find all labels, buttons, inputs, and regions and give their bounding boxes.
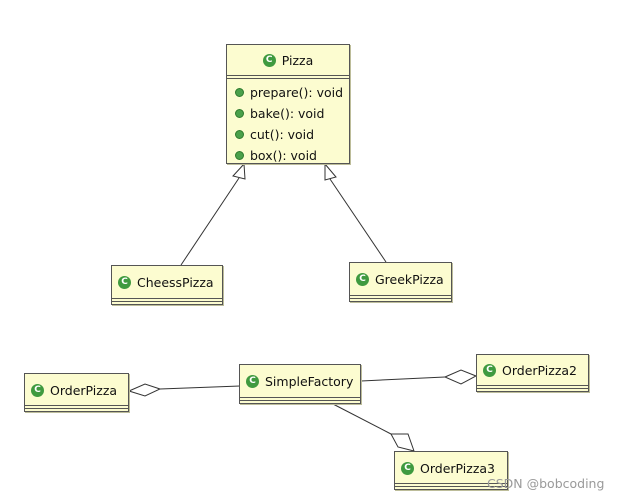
generalization-cheesspizza-line: [180, 177, 240, 266]
public-method-icon: [235, 109, 244, 118]
aggregation-orderpizza-line: [159, 385, 241, 390]
generalization-cheesspizza-arrowhead: [232, 162, 246, 180]
class-name: OrderPizza2: [502, 363, 577, 378]
class-greekpizza[interactable]: C GreekPizza: [349, 262, 452, 302]
generalization-greekpizza-line: [329, 178, 387, 263]
aggregation-orderpizza-diamond: [127, 383, 162, 397]
watermark-text: CSDN @bobcoding: [487, 476, 605, 491]
class-name: SimpleFactory: [265, 374, 354, 389]
class-name: CheessPizza: [137, 275, 214, 290]
class-icon: C: [31, 383, 44, 397]
class-pizza[interactable]: C Pizza prepare(): void bake(): void cut…: [226, 44, 350, 164]
class-name: OrderPizza: [50, 382, 118, 398]
class-simplefactory[interactable]: C SimpleFactory: [239, 364, 361, 404]
public-method-icon: [235, 130, 244, 139]
method-signature: cut(): void: [250, 127, 315, 142]
aggregation-orderpizza3-line: [332, 403, 392, 435]
method-row[interactable]: box(): void: [227, 145, 349, 166]
class-name: Pizza: [281, 52, 314, 68]
class-name: GreekPizza: [375, 272, 444, 287]
aggregation-orderpizza2-diamond: [443, 369, 478, 385]
method-signature: prepare(): void: [250, 85, 344, 100]
aggregation-orderpizza3-diamond: [390, 433, 415, 452]
class-cheesspizza[interactable]: C CheessPizza: [111, 265, 223, 305]
generalization-greekpizza-arrowhead: [324, 162, 337, 181]
class-icon: C: [118, 276, 131, 289]
aggregation-orderpizza2-line: [360, 376, 446, 382]
class-icon: C: [356, 273, 369, 286]
class-orderpizza[interactable]: C OrderPizza: [24, 373, 129, 412]
method-signature: bake(): void: [250, 106, 325, 121]
method-row[interactable]: bake(): void: [227, 103, 349, 124]
class-orderpizza3[interactable]: C OrderPizza3: [394, 451, 508, 490]
class-icon: C: [483, 364, 496, 377]
class-icon: C: [262, 53, 276, 67]
method-signature: box(): void: [250, 148, 317, 163]
method-row[interactable]: prepare(): void: [227, 82, 349, 103]
method-row[interactable]: cut(): void: [227, 124, 349, 145]
public-method-icon: [235, 88, 244, 97]
public-method-icon: [235, 151, 244, 160]
class-icon: C: [401, 461, 414, 475]
class-name: OrderPizza3: [420, 460, 495, 476]
class-icon: C: [246, 375, 259, 388]
class-orderpizza2[interactable]: C OrderPizza2: [476, 354, 589, 392]
